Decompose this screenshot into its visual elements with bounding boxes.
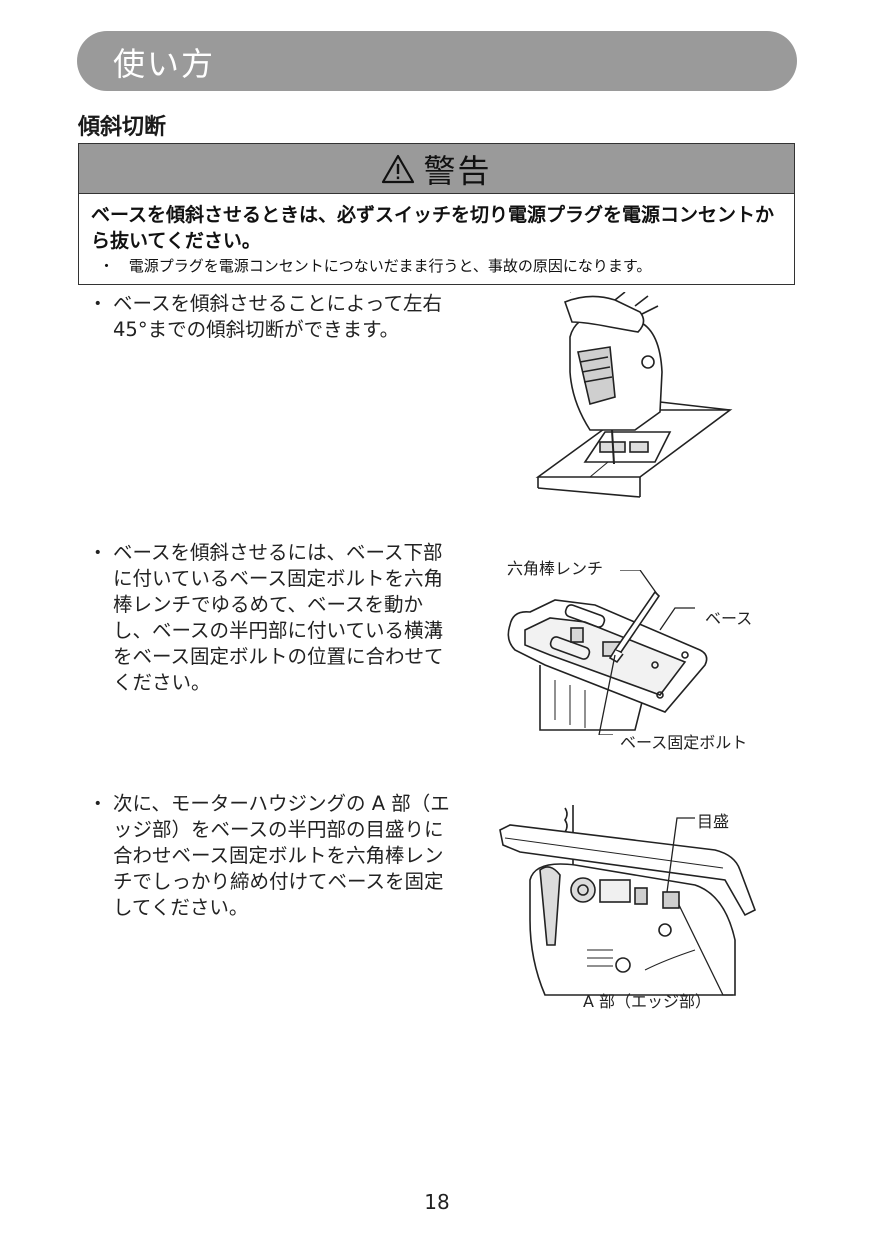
bullet-text: ベースを傾斜させることによって左右 45°までの傾斜切断ができます。 bbox=[113, 292, 442, 341]
warning-sub-note: ・ 電源プラグを電源コンセントにつないだまま行うと、事故の原因になります。 bbox=[99, 255, 651, 276]
label-hex-wrench: 六角棒レンチ bbox=[507, 559, 604, 578]
section-title: 傾斜切断 bbox=[78, 115, 167, 140]
warning-box: 警告 ベースを傾斜させるときは、必ずスイッチを切り電源プラグを電源コンセントから… bbox=[78, 143, 795, 285]
bullet-mark: ・ bbox=[88, 292, 108, 315]
bullet-text: ベースを傾斜させるには、ベース下部に付いているベース固定ボルトを六角棒レンチでゆ… bbox=[113, 541, 444, 694]
label-base-fixing-bolt: ベース固定ボルト bbox=[620, 733, 748, 752]
warning-main-text: ベースを傾斜させるときは、必ずスイッチを切り電源プラグを電源コンセントから抜いて… bbox=[91, 204, 775, 252]
label-base: ベース bbox=[705, 609, 753, 628]
header-bar: 使い方 bbox=[77, 31, 797, 91]
warning-heading: 警告 bbox=[79, 144, 794, 194]
jigsaw-tilted-illustration bbox=[535, 292, 733, 498]
label-scale: 目盛 bbox=[697, 812, 730, 831]
bullet-mark: ・ bbox=[88, 541, 108, 564]
warning-sub-text: 電源プラグを電源コンセントにつないだまま行うと、事故の原因になります。 bbox=[128, 257, 652, 275]
base-bolt-wrench-illustration bbox=[507, 570, 708, 735]
warning-triangle-icon bbox=[382, 154, 415, 183]
scale-edge-illustration bbox=[499, 805, 757, 996]
bullet-mark: ・ bbox=[88, 792, 108, 815]
warning-sub-bullet: ・ bbox=[99, 257, 115, 275]
page-number: 18 bbox=[424, 1190, 450, 1214]
bullet-text: 次に、モーターハウジングの A 部（エッジ部）をベースの半円部の目盛りに合わせベ… bbox=[113, 792, 450, 919]
label-edge-part-a: A 部（エッジ部） bbox=[583, 992, 712, 1011]
page-title: 使い方 bbox=[113, 45, 216, 83]
warning-heading-text: 警告 bbox=[423, 151, 492, 190]
